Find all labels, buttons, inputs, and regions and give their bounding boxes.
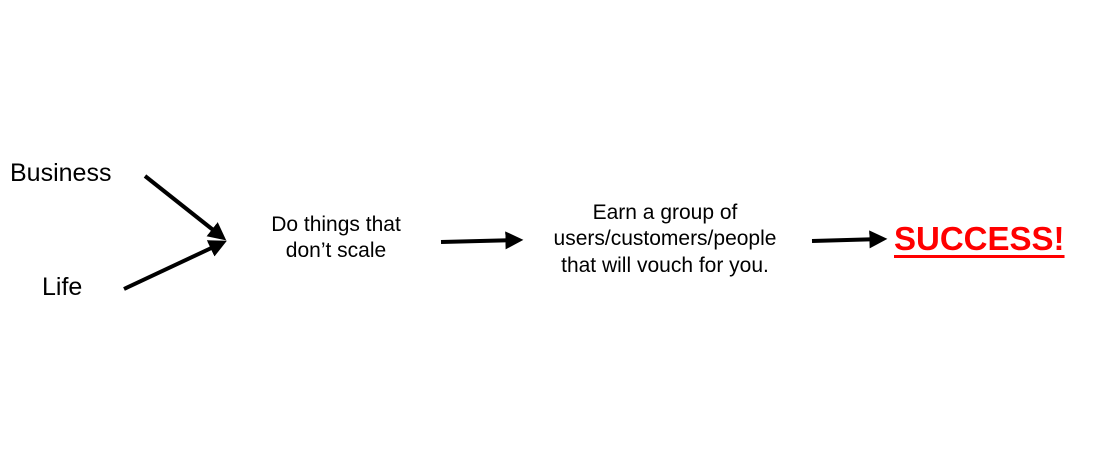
input-node-life: Life (42, 273, 83, 301)
step-node-do-things: Do things that don’t scale (246, 212, 426, 265)
step-node-earn-group: Earn a group of users/customers/people t… (520, 200, 810, 279)
step-text-line: users/customers/people (553, 227, 777, 251)
arrow-earn-to-success (811, 230, 888, 249)
arrow-business-to-dothings (143, 174, 227, 241)
arrow-life-to-dothings (123, 240, 227, 291)
input-node-business: Business (10, 159, 112, 187)
step-text-line: Earn a group of (592, 201, 738, 224)
arrow-dothings-to-earn (440, 231, 524, 250)
result-node-success: SUCCESS! (894, 220, 1065, 257)
step-text-line: don’t scale (285, 239, 387, 263)
step-text-line: Do things that (271, 213, 401, 236)
step-text-line: that will vouch for you. (561, 253, 769, 277)
